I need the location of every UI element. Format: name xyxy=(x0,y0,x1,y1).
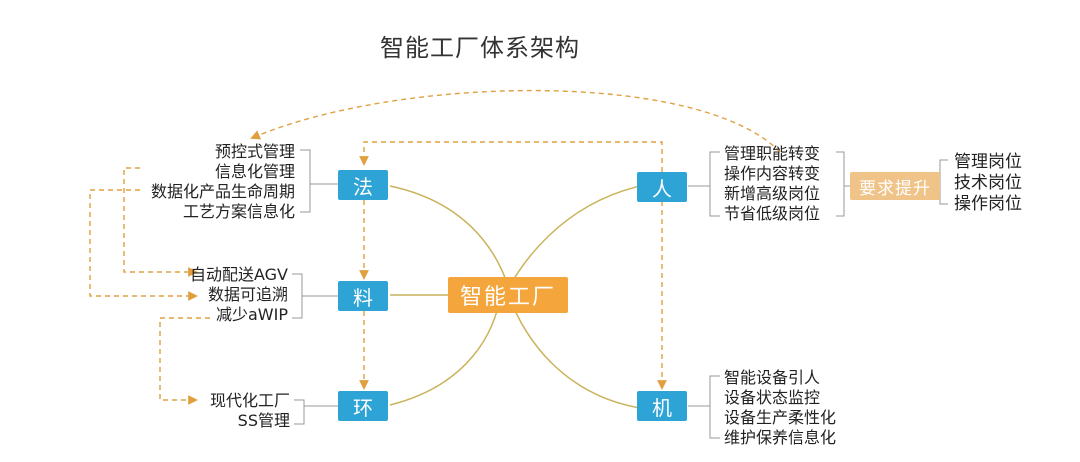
list-fa: 预控式管理 信息化管理 数据化产品生命周期 工艺方案信息化 xyxy=(120,142,295,222)
list-item: 减少aWIP xyxy=(216,305,288,324)
node-liao: 料 xyxy=(338,281,388,311)
list-item: 现代化工厂 xyxy=(209,391,290,410)
page-title: 智能工厂体系架构 xyxy=(380,34,580,62)
list-item: 信息化管理 xyxy=(214,162,295,181)
arc-ren-to-fa xyxy=(250,89,781,153)
list-item: 管理岗位 xyxy=(954,152,1022,172)
list-item: 工艺方案信息化 xyxy=(182,202,295,221)
bracket-huan xyxy=(294,399,338,425)
node-fa: 法 xyxy=(338,170,388,200)
node-ren: 人 xyxy=(637,172,687,202)
bracket-ren xyxy=(688,151,720,217)
bracket-ji xyxy=(688,375,720,439)
bracket-ren-req xyxy=(836,151,850,217)
bracket-liao xyxy=(292,273,338,319)
node-ji: 机 xyxy=(637,391,687,421)
list-item: 数据可追溯 xyxy=(207,285,288,304)
list-item: 预控式管理 xyxy=(214,142,295,161)
list-liao: 自动配送AGV 数据可追溯 减少aWIP xyxy=(150,265,288,325)
list-item: 智能设备引人 xyxy=(724,368,821,387)
list-item: 操作岗位 xyxy=(954,194,1022,214)
curve-center-ji xyxy=(509,297,641,409)
dash-loop-fa-data xyxy=(89,189,198,301)
list-positions: 管理岗位 技术岗位 操作岗位 xyxy=(954,152,1022,215)
bracket-fa xyxy=(300,149,338,213)
list-ji: 智能设备引人 设备状态监控 设备生产柔性化 维护保养信息化 xyxy=(724,368,836,448)
list-item: 数据化产品生命周期 xyxy=(150,182,295,201)
list-item: 设备状态监控 xyxy=(724,388,821,407)
requirement-box: 要求提升 xyxy=(850,172,940,200)
curve-center-huan xyxy=(389,296,501,406)
list-huan: 现代化工厂 SS管理 xyxy=(180,391,290,431)
list-item: 维护保养信息化 xyxy=(724,428,837,447)
dash-ren-fa xyxy=(359,141,663,172)
list-item: 自动配送AGV xyxy=(189,265,288,284)
list-ren: 管理职能转变 操作内容转变 新增高级岗位 节省低级岗位 xyxy=(724,144,820,224)
list-item: 节省低级岗位 xyxy=(724,204,821,223)
dash-loop-liao-huan xyxy=(159,317,210,405)
list-item: 技术岗位 xyxy=(954,173,1022,193)
list-item: 新增高级岗位 xyxy=(724,184,821,203)
list-item: 设备生产柔性化 xyxy=(724,408,837,427)
list-item: SS管理 xyxy=(237,411,290,430)
list-item: 操作内容转变 xyxy=(724,164,821,183)
node-center: 智能工厂 xyxy=(448,277,568,313)
list-item: 管理职能转变 xyxy=(724,144,821,163)
dash-loop-fa-liao xyxy=(123,167,198,277)
node-huan: 环 xyxy=(338,391,388,421)
